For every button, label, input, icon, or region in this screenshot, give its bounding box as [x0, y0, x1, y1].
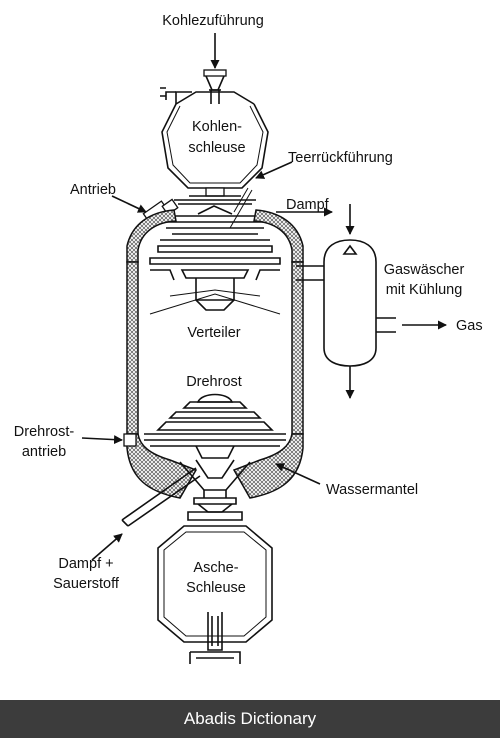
- coal-lock-hopper: [160, 69, 269, 197]
- water-jacket-top-right: [253, 209, 304, 263]
- footer-text: Abadis Dictionary: [183, 709, 317, 728]
- label-drive: Antrieb: [70, 182, 116, 198]
- label-ash-lock-2: Schleuse: [186, 580, 246, 596]
- label-coal-lock-2: schleuse: [188, 140, 245, 156]
- label-coal-feed: Kohlezuführung: [162, 13, 264, 29]
- water-jacket-pointer: [275, 463, 321, 485]
- grate-drive-box: [123, 433, 137, 447]
- water-jacket-right: [291, 261, 304, 435]
- label-coal-lock-1: Kohlen-: [192, 119, 242, 135]
- gasifier-diagram: Kohlezuführung Kohlen- schleuse Teerrück…: [14, 13, 483, 664]
- label-steam-oxygen-1: Dampf +: [58, 556, 113, 572]
- distributor-fan: [149, 289, 281, 315]
- drive-pointer: [111, 195, 147, 213]
- label-steam-oxygen-2: Sauerstoff: [53, 576, 120, 592]
- water-jacket-bottom-left: [126, 433, 198, 499]
- ash-lock-hopper: [157, 525, 273, 664]
- water-jacket-bottom-right: [232, 433, 304, 499]
- label-grate-drive-1: Drehrost-: [14, 424, 75, 440]
- gas-scrubber: [296, 204, 447, 399]
- label-scrubber-1: Gaswäscher: [384, 262, 465, 278]
- label-rotating-grate: Drehrost: [186, 374, 242, 390]
- steam-oxygen-pointer: [91, 533, 123, 561]
- label-ash-lock-1: Asche-: [193, 560, 238, 576]
- label-steam: Dampf: [286, 197, 330, 213]
- label-tar-return: Teerrückführung: [288, 150, 393, 166]
- ash-discharge: [179, 459, 251, 521]
- label-distributor: Verteiler: [187, 325, 240, 341]
- upper-assembly: [149, 199, 281, 311]
- tar-return-pointer: [255, 161, 293, 179]
- water-jacket-left: [126, 261, 139, 435]
- label-grate-drive-2: antrieb: [22, 444, 66, 460]
- footer-banner: Abadis Dictionary: [0, 700, 500, 738]
- grate-drive-pointer: [81, 435, 123, 445]
- steam-oxygen-pipe: [121, 467, 201, 527]
- label-scrubber-2: mit Kühlung: [386, 282, 463, 298]
- rotating-grate: [144, 393, 286, 459]
- label-gas: Gas: [456, 318, 483, 334]
- label-water-jacket: Wassermantel: [326, 482, 418, 498]
- water-jacket-top: [126, 209, 177, 263]
